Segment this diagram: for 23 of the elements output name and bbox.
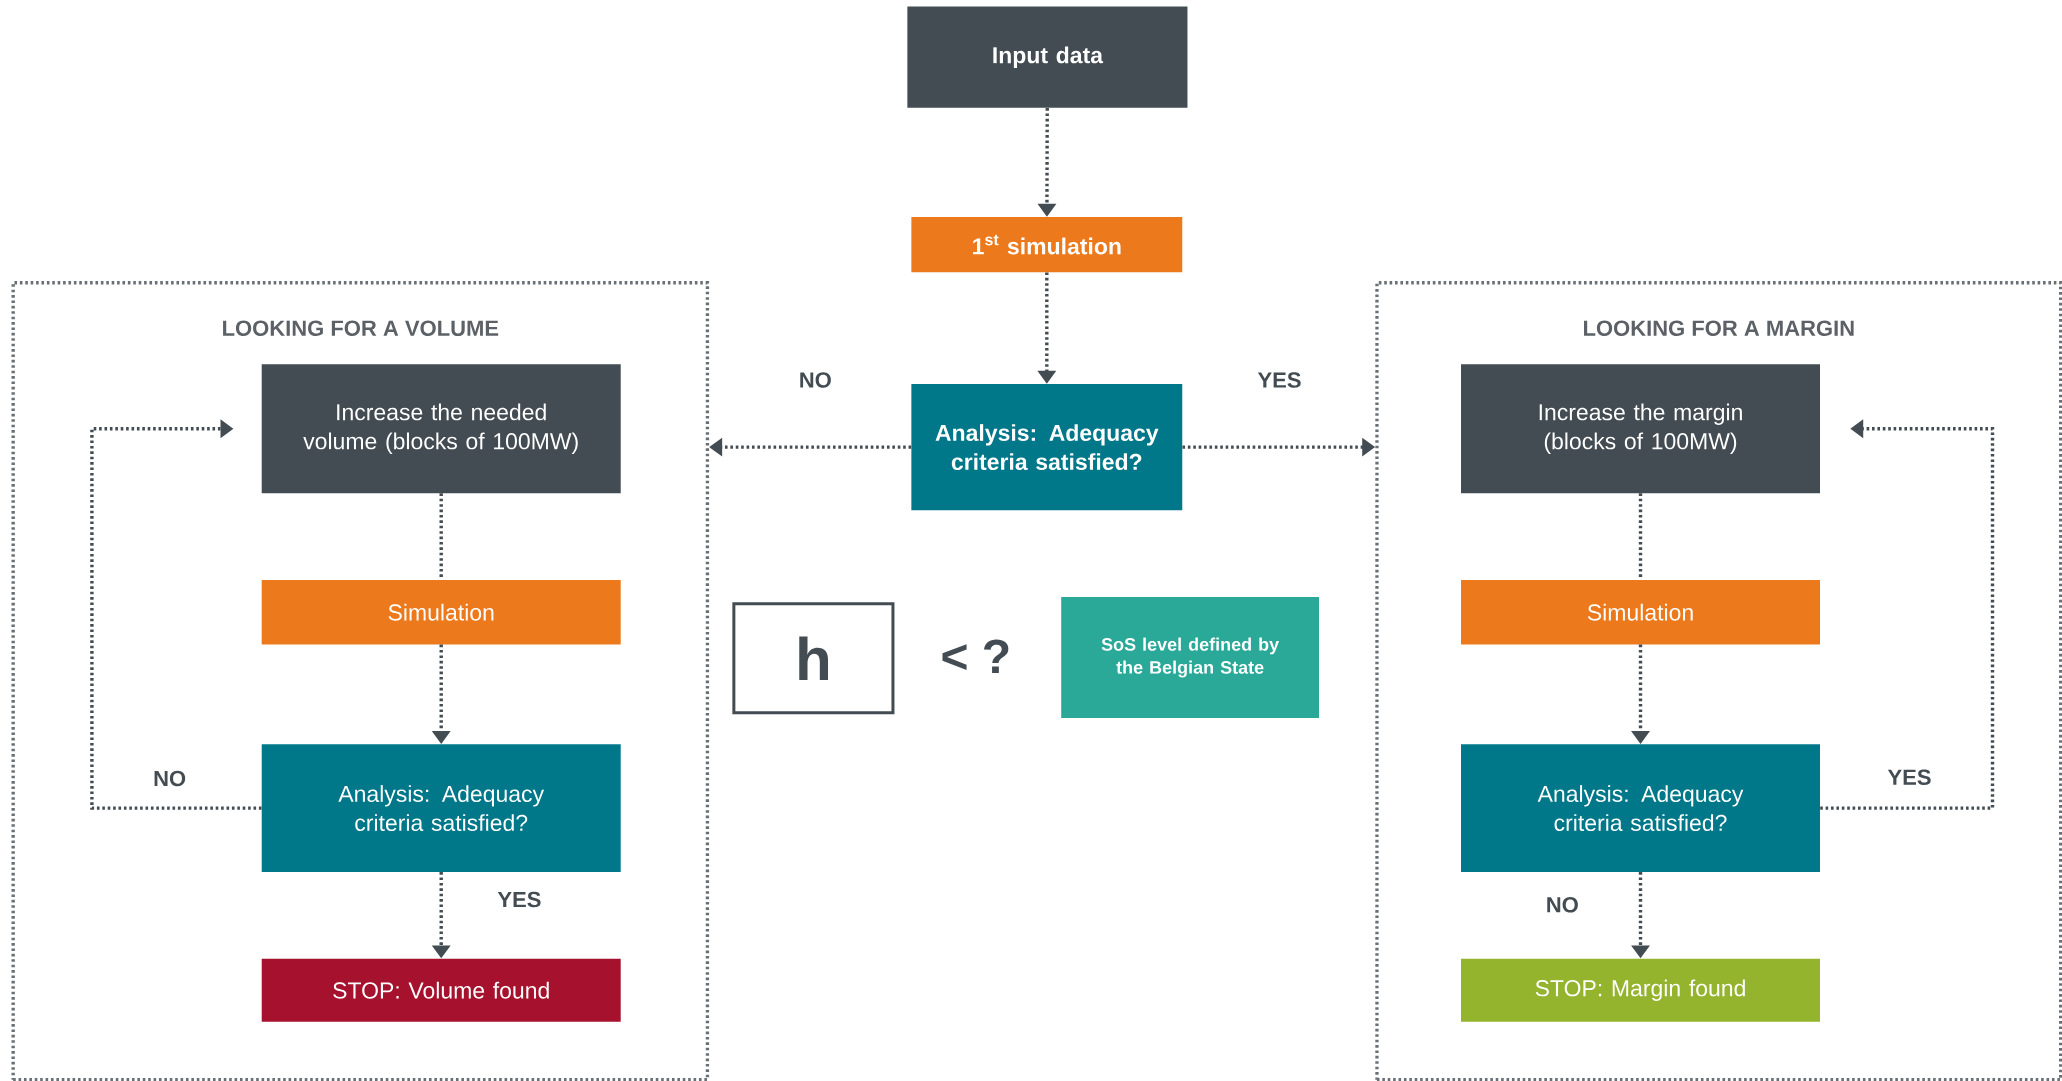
process-box: Simulation — [261, 580, 621, 645]
edge-label: NO — [154, 770, 186, 787]
group-heading: LOOKING FOR A VOLUME — [223, 320, 499, 336]
process-box: Analysis: Adequacy criteria satisfied? — [261, 744, 621, 872]
process-box: Increase the needed volume (blocks of 100MW) — [261, 364, 621, 494]
group-heading: LOOKING FOR A MARGIN — [1584, 320, 1854, 336]
process-box: Input data — [907, 6, 1188, 108]
process-box: STOP: Volume found — [261, 958, 621, 1022]
process-box: Analysis: Adequacy criteria satisfied? — [911, 384, 1183, 511]
process-box: STOP: Margin found — [1461, 958, 1820, 1022]
process-box: Simulation — [1461, 580, 1820, 645]
process-box: SoS level defined by the Belgian State — [1061, 597, 1319, 718]
process-box: Increase the margin (blocks of 100MW) — [1461, 364, 1820, 494]
edge-label: NO — [1547, 897, 1578, 913]
edge-label: YES — [497, 891, 541, 908]
edge-label: NO — [800, 372, 831, 388]
process-box: 1$^{st}$ simulation — [911, 217, 1183, 273]
process-box: Analysis: Adequacy criteria satisfied? — [1461, 744, 1820, 872]
edge-label: YES — [1887, 769, 1931, 785]
comparison-sign: < ? — [942, 639, 1009, 673]
arrow — [90, 419, 262, 810]
symbol-box: h — [732, 602, 895, 715]
edge-label: YES — [1257, 372, 1301, 388]
